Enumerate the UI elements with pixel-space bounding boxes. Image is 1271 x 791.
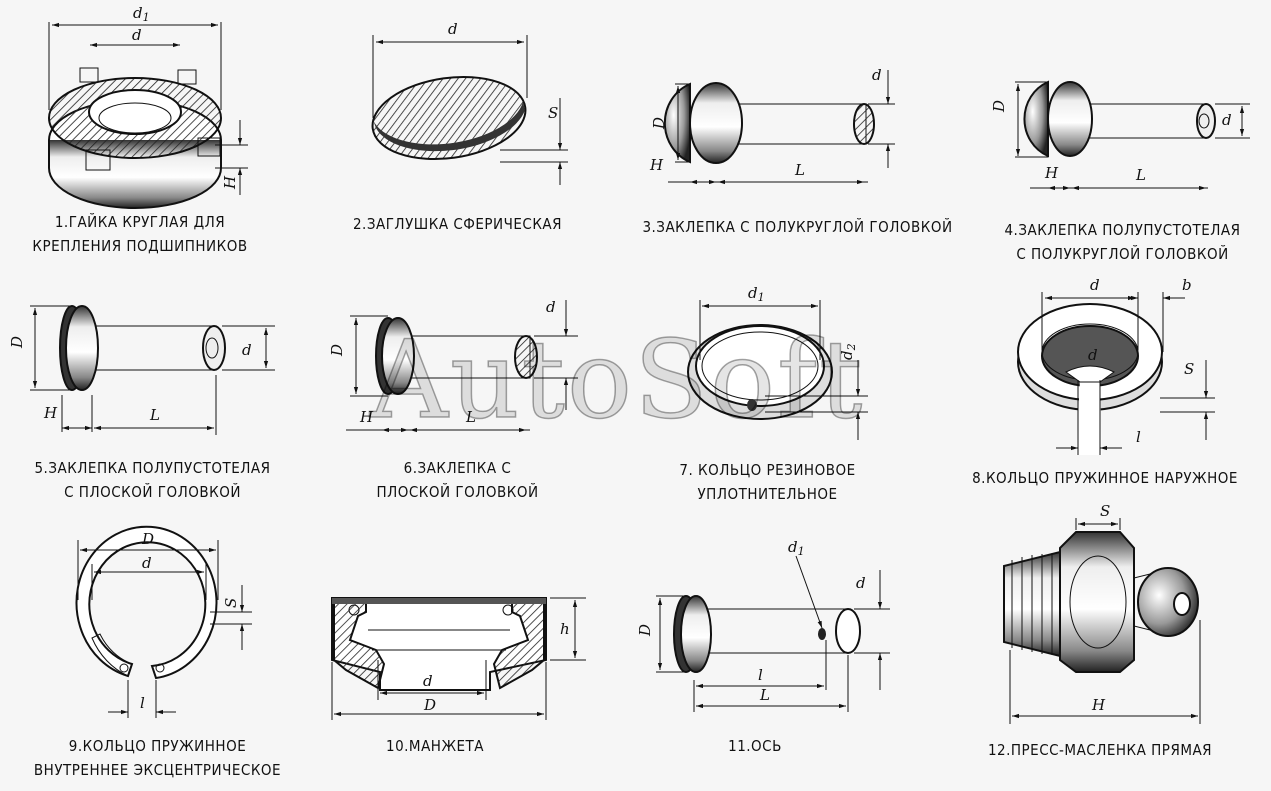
caption-item-10: 10.МАНЖЕТА	[385, 737, 484, 755]
caption-item-12: 12.ПРЕСС-МАСЛЕНКА ПРЯМАЯ	[987, 741, 1213, 759]
item-1-dim-H: H	[221, 175, 239, 190]
item-3-dim-D: D	[650, 117, 668, 130]
caption-item-2: 2.ЗАГЛУШКА СФЕРИЧЕСКАЯ	[352, 215, 563, 233]
item-5-dim-D: D	[8, 336, 26, 349]
item-9-dim-D: D	[141, 530, 154, 548]
item-7-rubber-seal-ring: d1 d2	[687, 284, 868, 440]
item-5-dim-L: L	[149, 406, 160, 424]
item-8-dim-S: S	[1184, 360, 1194, 378]
item-1-dim-d1: d1	[133, 4, 150, 24]
item-4-dim-d: d	[1222, 111, 1232, 129]
item-7-dim-d2: d2	[838, 343, 858, 360]
item-3-dim-H: H	[649, 156, 664, 174]
item-4-semi-hollow-round-head: D H L d	[990, 80, 1250, 191]
item-6-rivet-flat-head: D H L d	[328, 298, 578, 433]
item-2-dim-S: S	[548, 104, 558, 122]
item-11-dim-d: d	[856, 574, 866, 592]
item-3-dim-d: d	[872, 66, 882, 84]
item-11-axle: d1 d D l L	[636, 538, 890, 712]
caption-item-8: 8.КОЛЬЦО ПРУЖИННОЕ НАРУЖНОЕ	[972, 469, 1238, 487]
item-6-dim-d: d	[546, 298, 556, 316]
item-8-dim-b: b	[1182, 276, 1192, 294]
item-11-dim-l: l	[758, 666, 763, 684]
item-12-grease-nipple: S H	[1003, 502, 1201, 724]
caption-item-3: 3.ЗАКЛЕПКА С ПОЛУКРУГЛОЙ ГОЛОВКОЙ	[642, 218, 953, 236]
item-1-round-nut: d1 d H	[48, 4, 248, 209]
item-9-internal-eccentric-ring: D d S l	[75, 525, 252, 718]
item-1-dim-d: d	[132, 26, 142, 44]
item-12-dim-S: S	[1100, 502, 1110, 520]
item-6-dim-L: L	[465, 408, 476, 426]
item-4-dim-H: H	[1044, 164, 1059, 182]
caption-item-11: 11.ОСЬ	[728, 737, 782, 755]
item-2-dim-d: d	[448, 20, 458, 38]
item-10-cuff: d D h	[331, 597, 586, 720]
item-8-dim-alpha: d	[1088, 346, 1098, 364]
item-6-dim-H: H	[359, 408, 374, 426]
item-9-dim-S: S	[222, 598, 240, 608]
watermark: AutoSoft	[369, 317, 865, 444]
item-11-dim-d1: d1	[788, 538, 805, 558]
item-5-dim-d: d	[242, 341, 252, 359]
item-10-dim-h: h	[560, 620, 570, 638]
item-11-dim-L: L	[759, 686, 770, 704]
item-8-dim-d: d	[1090, 276, 1100, 294]
item-8-dim-l: l	[1136, 428, 1141, 446]
item-9-dim-l: l	[140, 694, 145, 712]
item-4-dim-L: L	[1135, 166, 1146, 184]
item-12-dim-H: H	[1091, 696, 1106, 714]
item-10-dim-d: d	[423, 672, 433, 690]
item-5-dim-H: H	[43, 404, 58, 422]
item-10-dim-D: D	[423, 696, 436, 714]
item-4-dim-D: D	[990, 100, 1008, 113]
item-3-dim-L: L	[794, 161, 805, 179]
item-7-dim-d1: d1	[748, 284, 765, 304]
item-6-dim-D: D	[328, 344, 346, 357]
item-2-spherical-plug: d S	[371, 20, 568, 185]
item-5-semi-hollow-flat-head: D H L d	[8, 305, 275, 435]
item-3-rivet-round-head: D H L d	[649, 66, 895, 185]
item-9-dim-d: d	[142, 554, 152, 572]
item-11-dim-D: D	[636, 624, 654, 637]
item-8-external-spring-ring: d b S l d	[1017, 276, 1215, 455]
